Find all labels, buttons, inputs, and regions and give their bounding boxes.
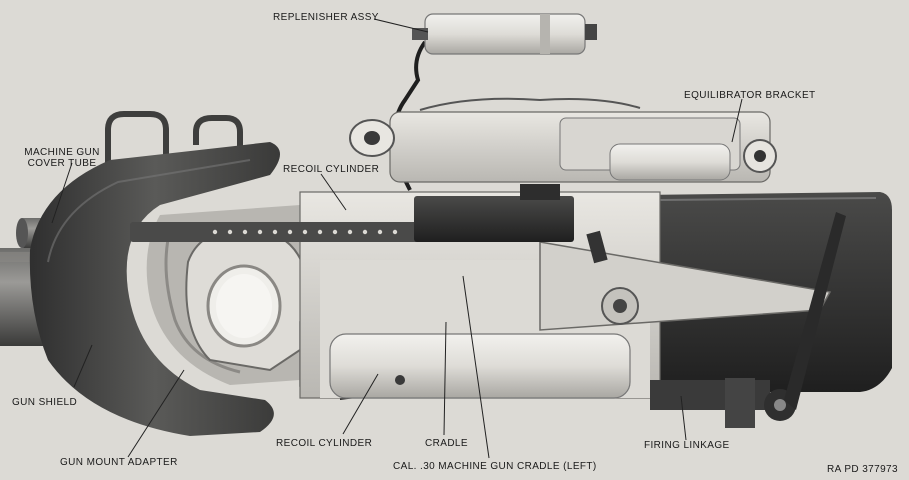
recoil-cylinder-lower bbox=[329, 333, 631, 399]
label-machine-gun-cover-tube-line2: COVER TUBE bbox=[27, 158, 97, 169]
gun-shield bbox=[29, 142, 281, 436]
machine-gun-receiver bbox=[414, 184, 608, 264]
label-replenisher-assy: REPLENISHER ASSY bbox=[273, 12, 379, 23]
machine-gun-barrel-jacket bbox=[130, 222, 430, 242]
label-recoil-cylinder-top: RECOIL CYLINDER bbox=[283, 164, 380, 175]
label-gun-shield: GUN SHIELD bbox=[12, 397, 78, 408]
firing-linkage bbox=[650, 212, 846, 428]
label-recoil-cylinder-bottom: RECOIL CYLINDER bbox=[276, 438, 373, 449]
label-firing-linkage: FIRING LINKAGE bbox=[644, 440, 730, 451]
label-equilibrator-bracket: EQUILIBRATOR BRACKET bbox=[684, 90, 816, 101]
figure-reference-number: RA PD 377973 bbox=[827, 464, 898, 475]
label-cradle: CRADLE bbox=[425, 438, 468, 449]
label-machine-gun-cover-tube-line1: MACHINE GUN bbox=[24, 147, 100, 158]
label-gun-mount-adapter: GUN MOUNT ADAPTER bbox=[60, 457, 178, 468]
replenisher-assembly bbox=[412, 13, 597, 55]
lifting-handles bbox=[105, 111, 243, 200]
recoil-mechanism-upper bbox=[349, 97, 777, 183]
leader-lines bbox=[51, 18, 743, 459]
label-mg-cradle-left: CAL. .30 MACHINE GUN CRADLE (LEFT) bbox=[393, 461, 597, 472]
